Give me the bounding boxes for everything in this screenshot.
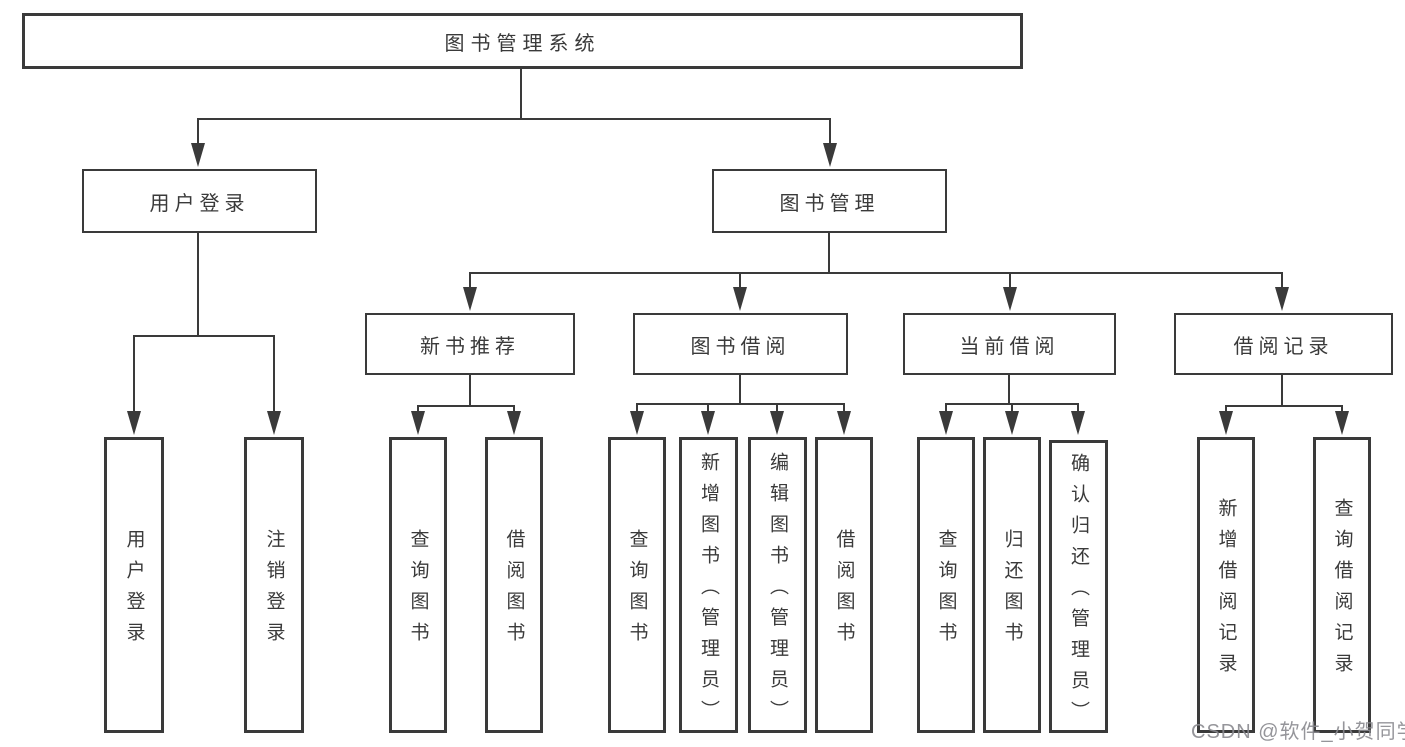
node-logout-action: 注销登录 — [244, 437, 304, 733]
connector-line — [1011, 403, 1013, 413]
node-library-system: 图书管理系统 — [22, 13, 1023, 69]
connector-line — [945, 403, 947, 413]
arrow-down-icon — [267, 411, 281, 435]
connector-line — [1008, 375, 1010, 405]
arrow-down-icon — [507, 411, 521, 435]
node-user-login: 用户登录 — [82, 169, 317, 233]
node-edit-books-admin: 编辑图书（管理员） — [748, 437, 807, 733]
connector-line — [469, 375, 471, 407]
arrow-down-icon — [630, 411, 644, 435]
node-label: 注销登录 — [263, 529, 285, 653]
node-label: 新增图书（管理员） — [698, 451, 719, 731]
node-label: 图书管理系统 — [444, 32, 601, 55]
node-new-book-recommend: 新书推荐 — [365, 313, 575, 375]
node-label: 查询图书 — [407, 529, 429, 653]
connector-line — [520, 67, 522, 118]
connector-line — [1341, 405, 1343, 413]
node-label: 图书借阅 — [690, 335, 791, 358]
node-label: 查询借阅记录 — [1331, 498, 1353, 684]
node-borrow-books: 借阅图书 — [815, 437, 873, 733]
arrow-down-icon — [733, 287, 747, 311]
node-query-borrow-record: 查询借阅记录 — [1313, 437, 1371, 733]
arrow-down-icon — [1005, 411, 1019, 435]
arrow-down-icon — [127, 411, 141, 435]
connector-line — [1225, 405, 1343, 407]
connector-line — [469, 272, 1283, 274]
node-borrowing-records: 借阅记录 — [1174, 313, 1393, 375]
node-query-books-current: 查询图书 — [917, 437, 975, 733]
node-label: 图书管理 — [779, 192, 880, 215]
node-label: 用户登录 — [149, 192, 250, 215]
connector-line — [273, 335, 275, 413]
connector-line — [1009, 272, 1011, 289]
arrow-down-icon — [411, 411, 425, 435]
connector-line — [133, 335, 275, 337]
connector-line — [843, 403, 845, 413]
arrow-down-icon — [770, 411, 784, 435]
connector-line — [417, 405, 419, 413]
arrow-down-icon — [463, 287, 477, 311]
node-add-books-admin: 新增图书（管理员） — [679, 437, 738, 733]
node-label: 归还图书 — [1001, 529, 1023, 653]
connector-line — [739, 272, 741, 289]
node-label: 新增借阅记录 — [1215, 498, 1237, 684]
node-query-books-recommend: 查询图书 — [389, 437, 447, 733]
connector-line — [1225, 405, 1227, 413]
connector-line — [828, 233, 830, 274]
arrow-down-icon — [1071, 411, 1085, 435]
connector-line — [707, 403, 709, 413]
node-label: 新书推荐 — [420, 335, 520, 358]
csdn-watermark: CSDN @软件_小贺同学 — [1191, 721, 1405, 743]
node-label: 借阅记录 — [1233, 335, 1334, 358]
node-book-management: 图书管理 — [712, 169, 947, 233]
node-confirm-return-admin: 确认归还（管理员） — [1049, 440, 1108, 733]
node-label: 用户登录 — [123, 529, 145, 653]
node-label: 确认归还（管理员） — [1068, 453, 1089, 732]
arrow-down-icon — [837, 411, 851, 435]
arrow-down-icon — [939, 411, 953, 435]
node-label: 借阅图书 — [503, 529, 525, 653]
connector-line — [829, 118, 831, 145]
connector-line — [1281, 375, 1283, 407]
node-borrow-books-recommend: 借阅图书 — [485, 437, 543, 733]
connector-line — [1077, 403, 1079, 413]
connector-line — [1281, 272, 1283, 289]
connector-line — [469, 272, 471, 289]
arrow-down-icon — [701, 411, 715, 435]
node-return-books: 归还图书 — [983, 437, 1041, 733]
node-user-login-action: 用户登录 — [104, 437, 164, 733]
connector-line — [197, 233, 199, 337]
connector-line — [636, 403, 845, 405]
arrow-down-icon — [823, 143, 837, 167]
node-label: 当前借阅 — [959, 335, 1060, 358]
connector-line — [739, 375, 741, 405]
node-book-borrowing: 图书借阅 — [633, 313, 848, 375]
node-label: 查询图书 — [626, 529, 648, 653]
arrow-down-icon — [191, 143, 205, 167]
connector-line — [636, 403, 638, 413]
arrow-down-icon — [1335, 411, 1349, 435]
node-label: 编辑图书（管理员） — [767, 451, 788, 731]
node-add-borrow-record: 新增借阅记录 — [1197, 437, 1255, 733]
node-label: 借阅图书 — [833, 529, 855, 653]
connector-line — [197, 118, 199, 145]
connector-line — [197, 118, 831, 120]
node-query-books-borrow: 查询图书 — [608, 437, 666, 733]
connector-line — [776, 403, 778, 413]
arrow-down-icon — [1219, 411, 1233, 435]
connector-line — [513, 405, 515, 413]
connector-line — [133, 335, 135, 413]
connector-line — [417, 405, 515, 407]
arrow-down-icon — [1003, 287, 1017, 311]
node-current-borrowing: 当前借阅 — [903, 313, 1116, 375]
arrow-down-icon — [1275, 287, 1289, 311]
node-label: 查询图书 — [935, 529, 957, 653]
